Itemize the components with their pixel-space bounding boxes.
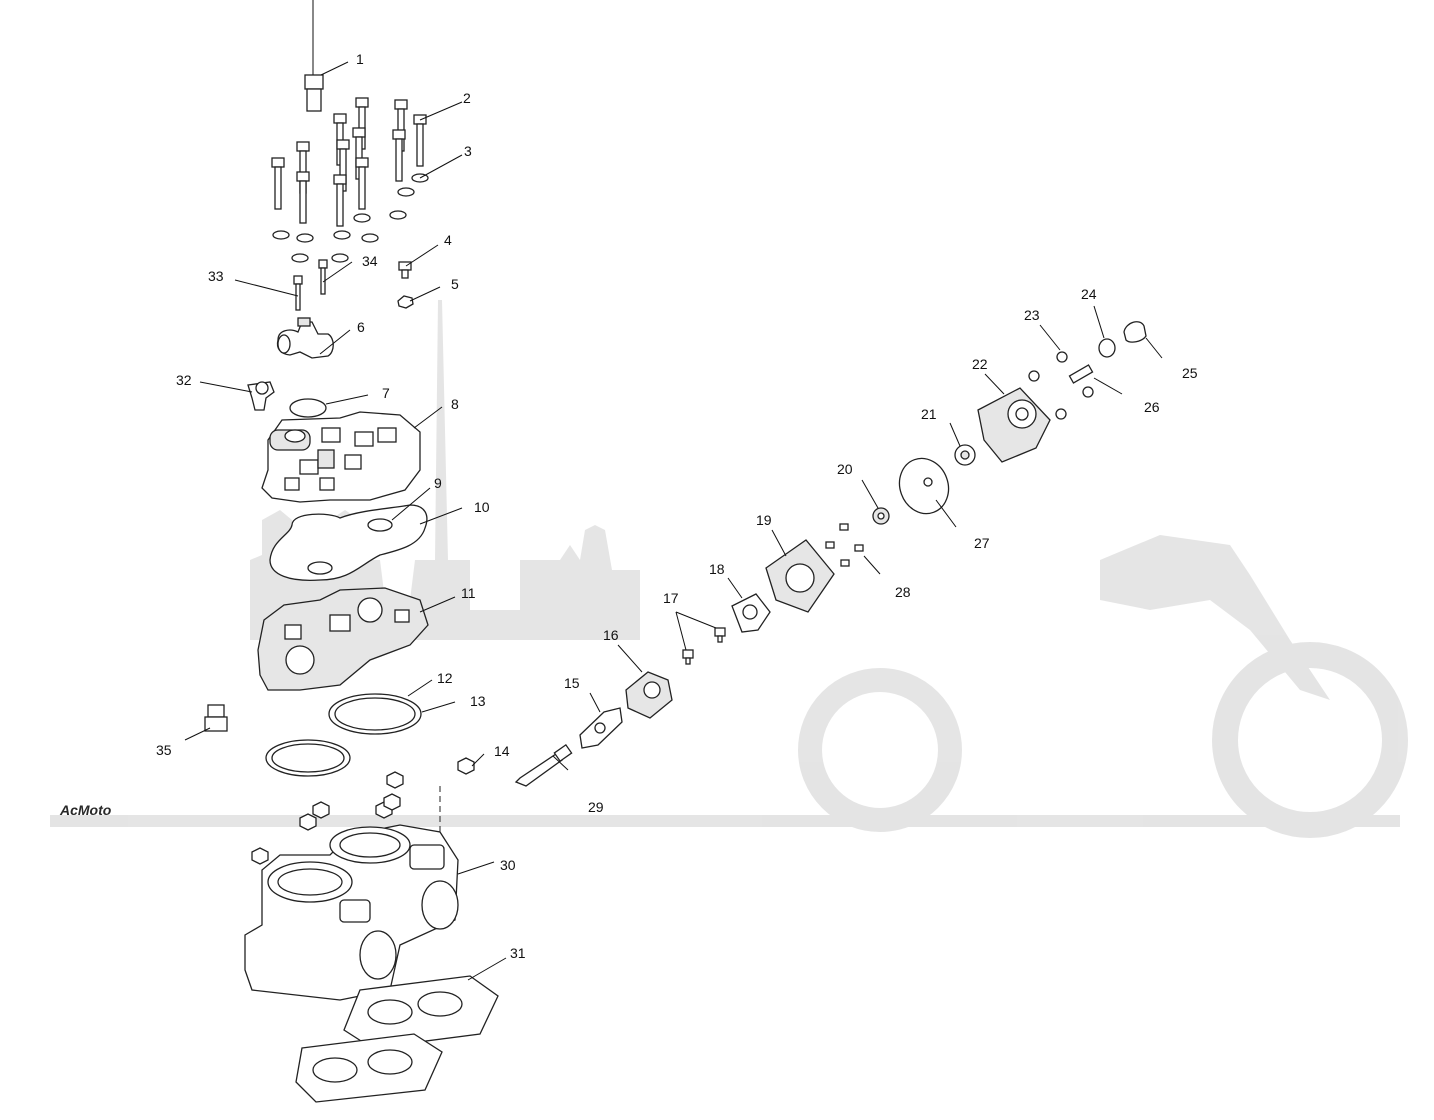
watermark-front-wheel xyxy=(798,668,962,832)
callout-numbers: 1 2 3 4 5 6 7 8 9 10 11 12 13 14 15 16 1… xyxy=(156,51,1198,961)
part-18-gasket xyxy=(731,593,771,633)
callout-9: 9 xyxy=(434,475,442,491)
callout-20: 20 xyxy=(837,461,853,477)
part-19-cover-plate xyxy=(765,539,835,613)
callout-31: 31 xyxy=(510,945,526,961)
callout-28: 28 xyxy=(895,584,911,600)
part-3-washers xyxy=(272,173,429,263)
part-31-base-gaskets xyxy=(295,975,499,1103)
part-35-plug xyxy=(204,704,228,732)
part-15-gasket xyxy=(579,707,623,749)
part-2-head-bolts xyxy=(271,97,427,227)
callout-25: 25 xyxy=(1182,365,1198,381)
watermark-motorcycle-silhouette xyxy=(1100,535,1330,700)
callout-30: 30 xyxy=(500,857,516,873)
callout-34: 34 xyxy=(362,253,378,269)
part-22-pump-housing xyxy=(977,387,1051,463)
callout-2: 2 xyxy=(463,90,471,106)
part-16-valve-body xyxy=(625,671,673,719)
part-32-thermostat xyxy=(247,381,275,411)
callout-11: 11 xyxy=(461,585,476,601)
part-29-sensor-probe xyxy=(514,743,573,787)
part-23-screws xyxy=(1028,351,1094,420)
callout-17: 17 xyxy=(663,590,679,606)
part-14-nuts xyxy=(251,757,475,865)
callout-4: 4 xyxy=(444,232,452,248)
callout-14: 14 xyxy=(494,743,510,759)
part-21-seal xyxy=(954,444,976,466)
part-24-o-ring xyxy=(1098,338,1116,358)
part-27-gasket xyxy=(898,457,950,515)
callout-27: 27 xyxy=(974,535,990,551)
callout-8: 8 xyxy=(451,396,459,412)
part-17-screws xyxy=(682,627,726,665)
callout-16: 16 xyxy=(603,627,619,643)
part-7-o-ring xyxy=(289,398,327,418)
callout-32: 32 xyxy=(176,372,192,388)
part-28-screws xyxy=(825,523,864,567)
watermark-text: AcMoto xyxy=(59,802,112,818)
callout-15: 15 xyxy=(564,675,580,691)
callout-13: 13 xyxy=(470,693,486,709)
part-25-cap xyxy=(1123,321,1147,343)
callout-19: 19 xyxy=(756,512,772,528)
leader-lines xyxy=(184,61,1163,981)
callout-1: 1 xyxy=(356,51,364,67)
callout-18: 18 xyxy=(709,561,725,577)
part-6-thermostat-housing xyxy=(276,317,334,359)
callout-26: 26 xyxy=(1144,399,1160,415)
callout-10: 10 xyxy=(474,499,490,515)
callout-21: 21 xyxy=(921,406,937,422)
part-8-cylinder-head-cover xyxy=(261,411,421,503)
part-5-nut xyxy=(397,295,414,309)
part-30-cylinder-block xyxy=(244,824,459,1001)
part-13-o-ring xyxy=(265,739,351,777)
part-11-cylinder-head xyxy=(257,587,429,691)
part-20-bearing xyxy=(872,507,890,525)
callout-35: 35 xyxy=(156,742,172,758)
part-1-temperature-sensor xyxy=(304,0,324,112)
callout-6: 6 xyxy=(357,319,365,335)
part-26-spring xyxy=(1068,364,1094,384)
callout-3: 3 xyxy=(464,143,472,159)
callout-24: 24 xyxy=(1081,286,1097,302)
part-9-head-gasket xyxy=(269,504,428,581)
callout-7: 7 xyxy=(382,385,390,401)
callout-12: 12 xyxy=(437,670,453,686)
callout-22: 22 xyxy=(972,356,988,372)
callout-29: 29 xyxy=(588,799,604,815)
part-34-bolt xyxy=(318,259,328,295)
part-12-o-ring xyxy=(328,693,422,735)
part-33-bolt xyxy=(293,275,303,311)
watermark-baseline xyxy=(50,815,1400,827)
callout-23: 23 xyxy=(1024,307,1040,323)
part-4-screw xyxy=(398,261,412,279)
callout-5: 5 xyxy=(451,276,459,292)
callout-33: 33 xyxy=(208,268,224,284)
